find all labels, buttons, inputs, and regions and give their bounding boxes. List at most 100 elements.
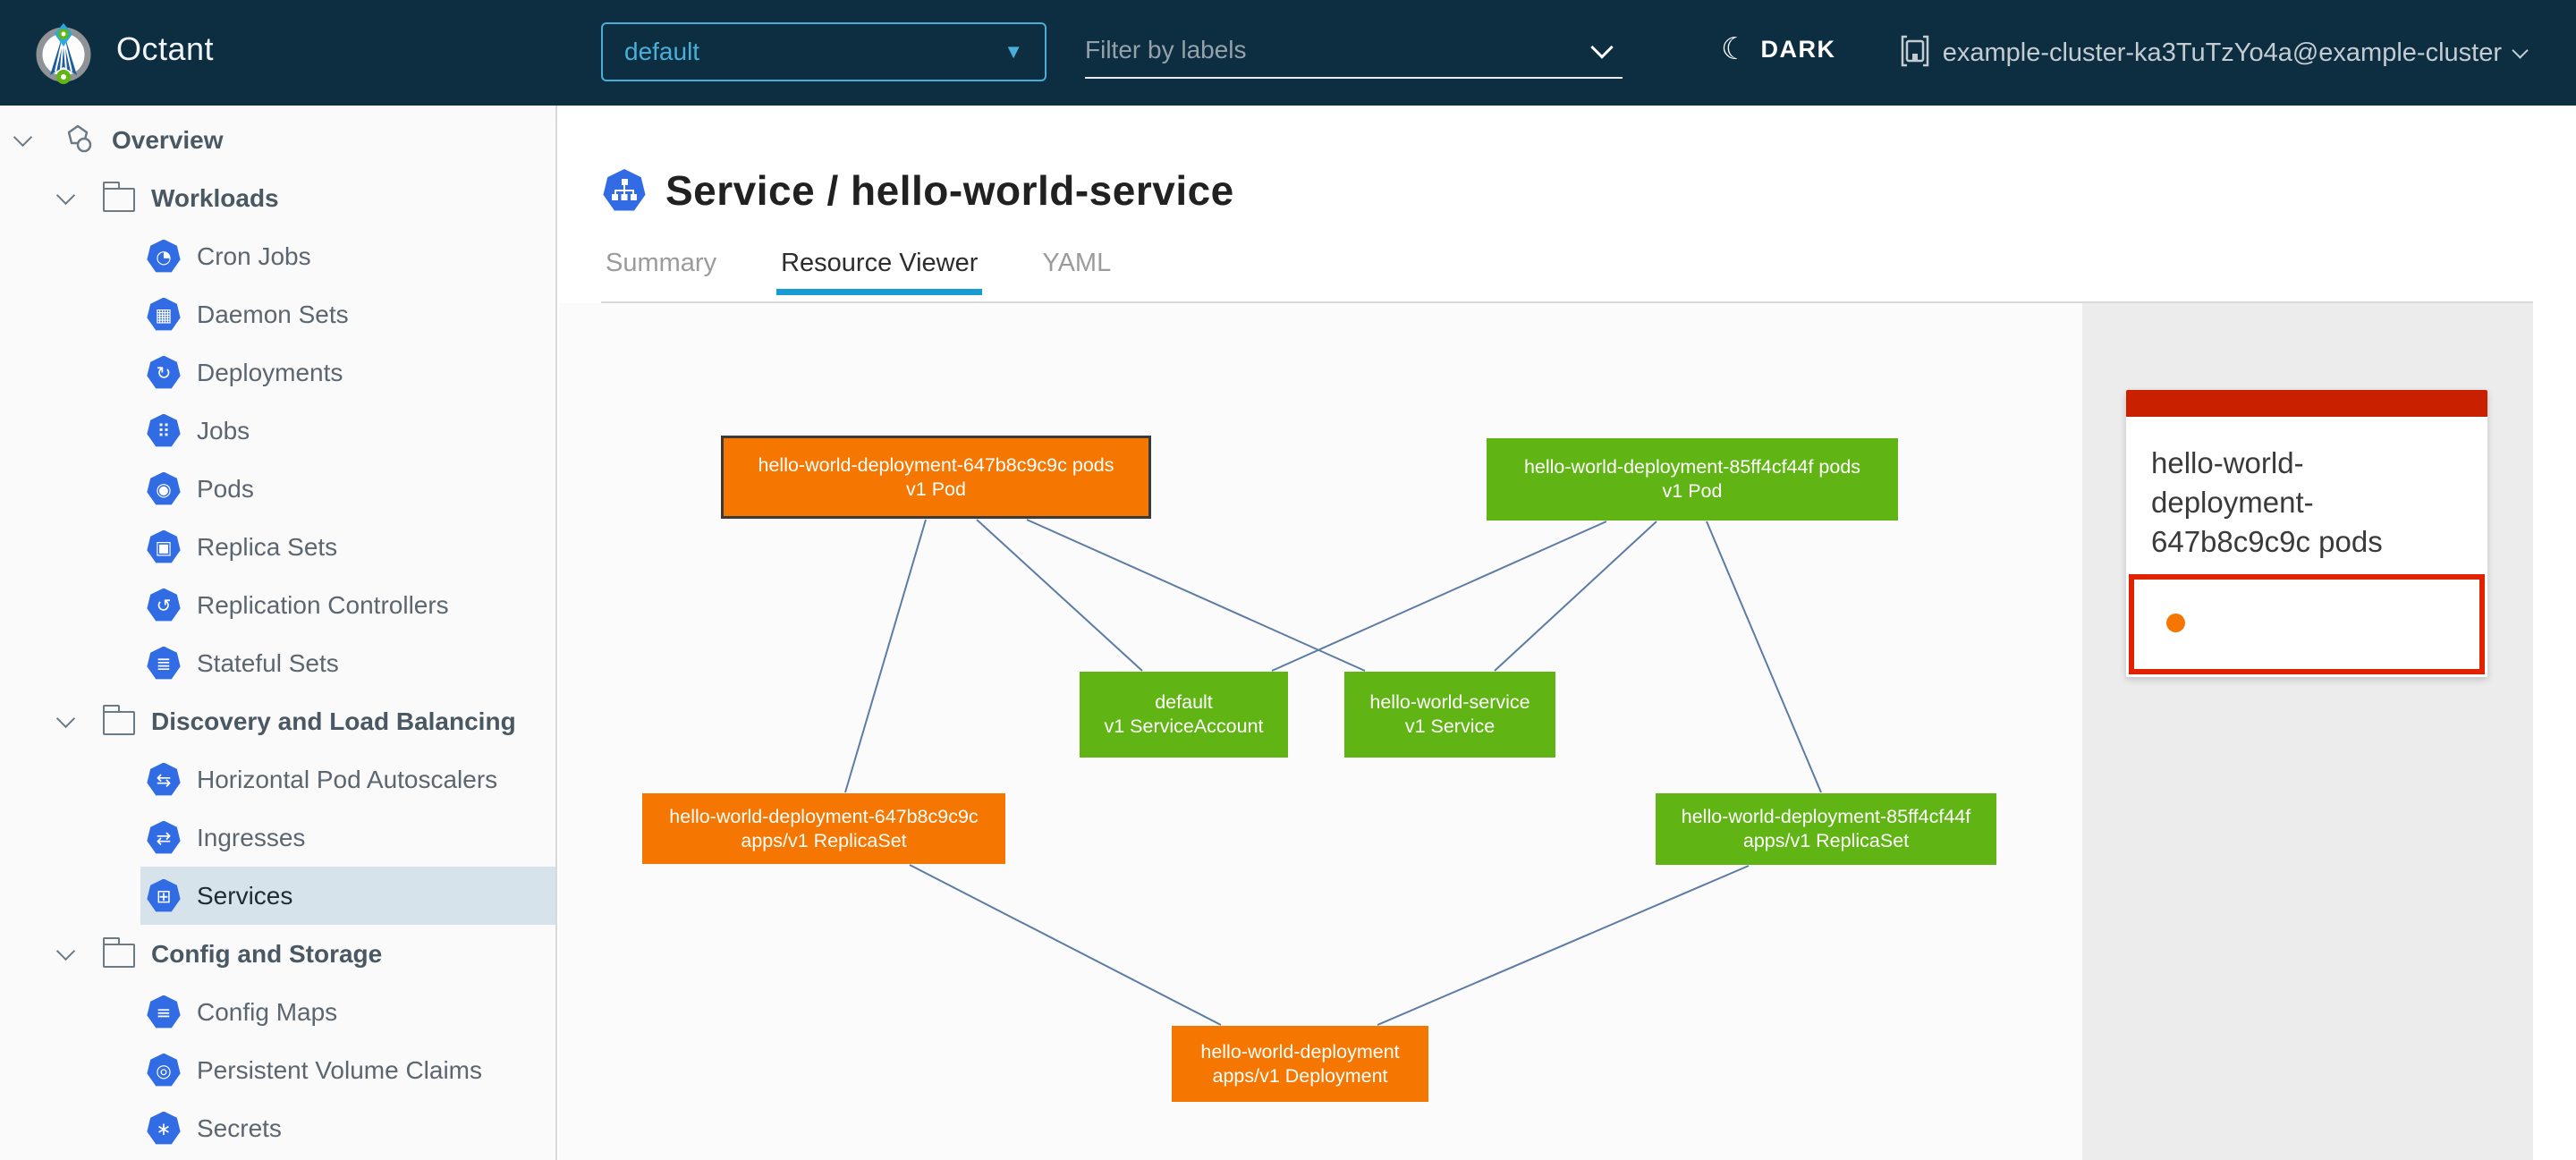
namespace-value: default [624, 38, 700, 65]
sidebar-item-label: Jobs [197, 416, 250, 445]
dropdown-caret-icon: ▼ [1004, 40, 1023, 63]
graph-node-kind: v1 Service [1404, 715, 1496, 737]
daemonset-icon: ▦ [147, 297, 181, 331]
sidebar-item-services[interactable]: ⊞ Services [0, 867, 555, 925]
service-icon [603, 169, 646, 211]
node-detail-panel: hello-world-deployment-647b8c9c9c pods [2082, 303, 2533, 1160]
brand-title: Octant [116, 30, 215, 67]
sidebar-item-label: Discovery and Load Balancing [151, 707, 516, 735]
sidebar-item-label: Services [197, 881, 293, 910]
tab-bar: Summary Resource Viewer YAML [601, 249, 1171, 295]
job-icon: ⠿ [147, 413, 181, 447]
graph-node-name: hello-world-deployment [1200, 1040, 1400, 1063]
cluster-selector[interactable]: example-cluster-ka3TuTzYo4a@example-clus… [1900, 34, 2529, 72]
octant-logo [30, 20, 97, 86]
graph-node-name: hello-world-deployment-85ff4cf44f [1681, 806, 1971, 827]
replicationcontroller-icon: ↺ [147, 588, 181, 622]
folder-icon [102, 181, 135, 212]
graph-node-name: hello-world-deployment-647b8c9c9c [669, 805, 979, 827]
chevron-down-icon[interactable] [55, 185, 76, 206]
sidebar-item-daemon-sets[interactable]: ▦ Daemon Sets [0, 285, 555, 343]
applications-icon [60, 123, 96, 158]
chevron-down-icon[interactable] [55, 708, 76, 729]
sidebar-item-label: Secrets [197, 1113, 282, 1142]
sidebar-item-label: Deployments [197, 358, 343, 386]
sidebar-item-persistent-volume-claims[interactable]: ◎ Persistent Volume Claims [0, 1041, 555, 1099]
sidebar-item-label: Stateful Sets [197, 648, 339, 677]
sidebar-item-pods[interactable]: ◉ Pods [0, 460, 555, 518]
folder-icon [102, 936, 135, 968]
sidebar-item-horizontal-pod-autoscalers[interactable]: ⇆Horizontal Pod Autoscalers [0, 750, 555, 809]
replicaset-icon: ▣ [147, 529, 181, 563]
card-title: hello-world-deployment-647b8c9c9c pods [2151, 446, 2383, 558]
pod-icon: ◉ [147, 471, 181, 505]
pvc-icon: ◎ [147, 1053, 181, 1087]
sidebar-item-label: Workloads [151, 183, 279, 212]
sidebar-item-stateful-sets[interactable]: ≣ Stateful Sets [0, 634, 555, 692]
sidebar-item-replication-controllers[interactable]: ↺Replication Controllers [0, 576, 555, 634]
sidebar-item-config-maps[interactable]: ≡ Config Maps [0, 983, 555, 1041]
label-filter-input[interactable] [1085, 27, 1568, 73]
cluster-chevron-icon [2512, 42, 2529, 59]
tab-yaml[interactable]: YAML [1042, 249, 1112, 277]
sidebar-item-cron-jobs[interactable]: ◔ Cron Jobs [0, 227, 555, 285]
sidebar-item-discovery-and-load-balancing[interactable]: Discovery and Load Balancing [0, 692, 555, 750]
sidebar-item-secrets[interactable]: ∗ Secrets [0, 1099, 555, 1157]
secret-icon: ∗ [147, 1111, 181, 1145]
filter-chevron-icon[interactable] [1590, 36, 1614, 59]
tab-resource-viewer[interactable]: Resource Viewer [776, 249, 983, 295]
sidebar-item-label: Cron Jobs [197, 241, 311, 270]
pod-status-dot [2166, 614, 2185, 632]
sidebar-item-label: Persistent Volume Claims [197, 1055, 483, 1084]
folder-icon [102, 704, 135, 735]
card-status-bar [2126, 390, 2487, 417]
sidebar-item-config-and-storage[interactable]: Config and Storage [0, 925, 555, 983]
sidebar-item-label: Config Maps [197, 997, 338, 1026]
sidebar-item-label: Ingresses [197, 823, 306, 851]
graph-node-kind: v1 Pod [1662, 480, 1723, 502]
sidebar-item-jobs[interactable]: ⠿ Jobs [0, 402, 555, 460]
theme-toggle-label: DARK [1760, 35, 1836, 63]
ingress-icon: ⇄ [147, 820, 181, 854]
statefulset-icon: ≣ [147, 646, 181, 680]
sidebar-item-label: Horizontal Pod Autoscalers [197, 765, 498, 793]
service-icon: ⊞ [147, 878, 181, 912]
graph-node-name: hello-world-deployment-85ff4cf44f pods [1523, 456, 1861, 478]
sidebar-item-overview[interactable]: Overview [0, 111, 555, 169]
app-header: Octant default ▼ ☾ DARK example-cluster-… [0, 0, 2576, 106]
sidebar-item-label: Replica Sets [197, 532, 338, 561]
pod-status-box [2129, 574, 2485, 674]
moon-icon: ☾ [1721, 32, 1749, 66]
graph-node-name: hello-world-deployment-647b8c9c9c pods [758, 453, 1114, 476]
sidebar-item-label: Overview [112, 125, 224, 154]
sidebar-item-deployments[interactable]: ↻ Deployments [0, 343, 555, 402]
tab-summary[interactable]: Summary [606, 249, 717, 277]
deployment-icon: ↻ [147, 355, 181, 389]
sidebar-item-label: Config and Storage [151, 939, 383, 968]
cronjob-icon: ◔ [147, 239, 181, 273]
namespace-dropdown[interactable]: default ▼ [601, 22, 1046, 81]
chevron-down-icon[interactable] [55, 941, 76, 961]
page-title: Service / hello-world-service [665, 167, 1234, 214]
node-detail-card: hello-world-deployment-647b8c9c9c pods [2126, 390, 2487, 677]
graph-node-kind: apps/v1 ReplicaSet [741, 829, 907, 851]
label-filter [1085, 27, 1623, 79]
chevron-down-icon[interactable] [13, 127, 33, 148]
theme-toggle[interactable]: ☾ DARK [1721, 34, 1835, 64]
sidebar-item-label: Pods [197, 474, 254, 503]
sidebar-item-replica-sets[interactable]: ▣ Replica Sets [0, 518, 555, 576]
graph-node-name: default [1155, 691, 1213, 713]
sidebar-item-ingresses[interactable]: ⇄ Ingresses [0, 809, 555, 867]
graph-node-kind: v1 ServiceAccount [1104, 715, 1264, 737]
configmap-icon: ≡ [147, 995, 181, 1029]
sidebar-item-label: Daemon Sets [197, 300, 349, 328]
sidebar-item-workloads[interactable]: Workloads [0, 169, 555, 227]
